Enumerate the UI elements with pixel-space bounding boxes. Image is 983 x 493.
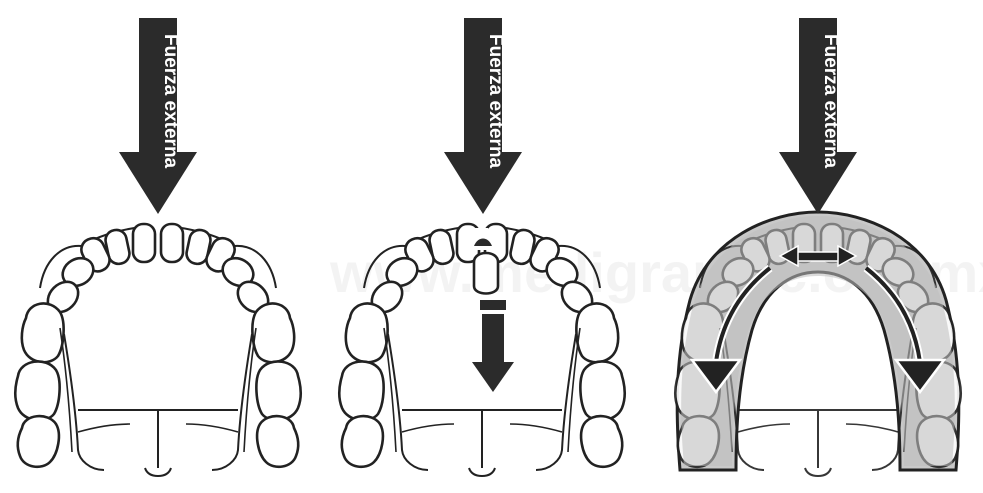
force-label: Fuerza externa: [160, 34, 181, 169]
displaced-incisor: [474, 253, 498, 294]
displacement-arrow: [472, 300, 514, 392]
force-label: Fuerza externa: [820, 34, 841, 169]
panel-normal-arch: Fuerza externa: [15, 18, 300, 476]
dental-arch-illustration: [15, 224, 300, 476]
external-force-arrow: Fuerza externa: [779, 18, 857, 214]
external-force-arrow: Fuerza externa: [119, 18, 197, 214]
external-force-arrow: Fuerza externa: [444, 18, 522, 214]
force-label: Fuerza externa: [485, 34, 506, 169]
